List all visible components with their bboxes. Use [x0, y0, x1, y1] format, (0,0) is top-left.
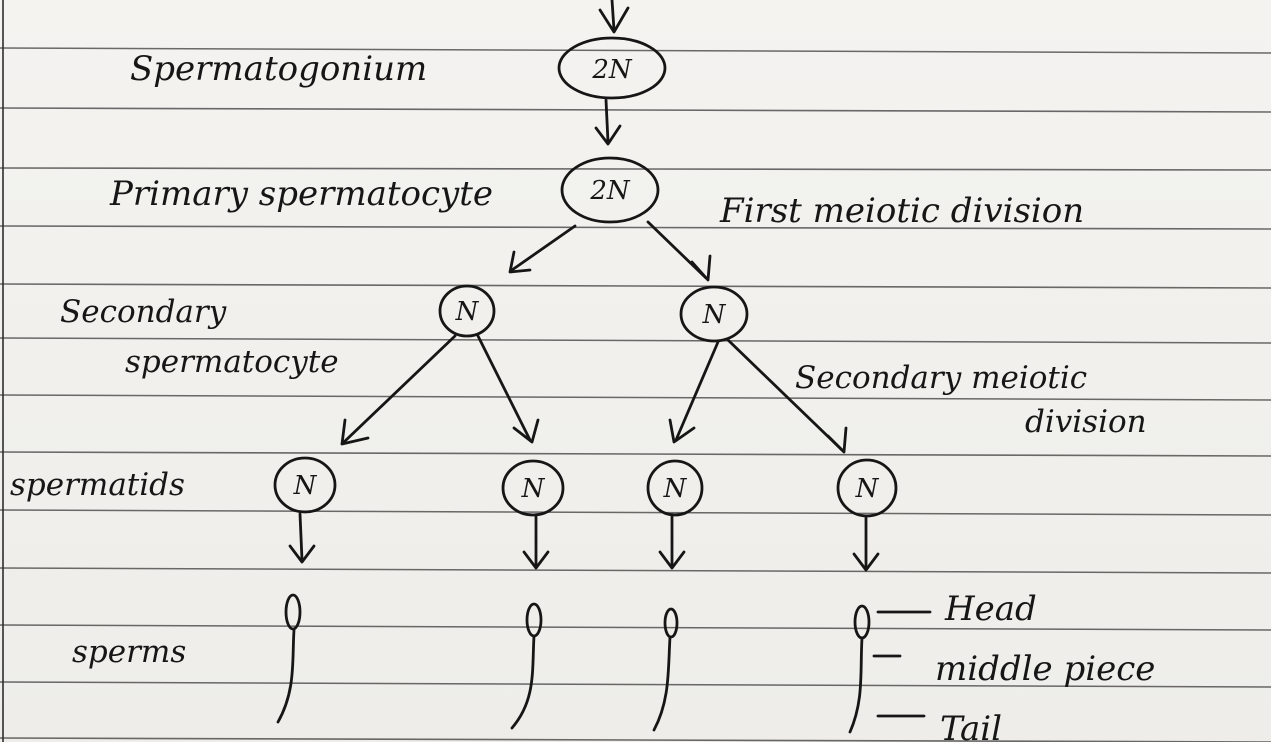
spermatogonium-ploidy: 2N: [591, 55, 633, 85]
secondary-spermatocyte-node-2: [679, 285, 749, 343]
secondary-spermatocyte-ploidy-1: N: [455, 297, 480, 327]
secondary-spermatocyte-node-1: [438, 284, 496, 338]
second-meiotic-division-label-line1: Secondary meiotic: [795, 360, 1087, 396]
arrows-to-secondary: [508, 220, 712, 282]
secondary-spermatocyte-ploidy-2: N: [702, 300, 727, 330]
sperm-4: [848, 604, 871, 734]
primary-spermatocyte-node: [560, 156, 660, 224]
sperm-1: [276, 593, 302, 724]
sperms-label: sperms: [72, 634, 186, 670]
primary-spermatocyte-label: Primary spermatocyte: [109, 174, 493, 214]
spermatid-ploidy-3: N: [663, 474, 688, 504]
spermatid-ploidy-1: N: [293, 471, 318, 501]
spermatid-ploidy-4: N: [855, 474, 880, 504]
arrows-to-spermatids: [340, 334, 848, 454]
sperm-tail-label: Tail: [940, 709, 1002, 742]
sperm-middle-piece-label: middle piece: [935, 649, 1155, 689]
spermatogonium-label: Spermatogonium: [130, 49, 427, 89]
arrows-to-sperms: [288, 512, 880, 572]
top-arrow: [598, 0, 630, 34]
spermatid-node-2: [501, 459, 565, 517]
primary-spermatocyte-ploidy: 2N: [589, 176, 631, 206]
spermatid-node-4: [836, 458, 898, 518]
spermatid-node-1: [273, 456, 337, 514]
spermatid-ploidy-2: N: [521, 474, 546, 504]
arrow-to-primary: [594, 98, 622, 146]
sperm-head-label: Head: [944, 589, 1037, 629]
sperm-2: [510, 602, 543, 730]
secondary-spermatocyte-label-line1: Secondary: [60, 294, 227, 330]
sperm-part-pointers: [872, 610, 932, 718]
second-meiotic-division-label-line2: division: [1025, 404, 1147, 440]
sperm-3: [652, 607, 679, 732]
spermatogonium-node: [557, 36, 667, 100]
ruled-lines: [0, 47, 1271, 742]
first-meiotic-division-label: First meiotic division: [719, 191, 1084, 231]
secondary-spermatocyte-label-line2: spermatocyte: [125, 344, 339, 380]
spermatids-label: spermatids: [10, 467, 185, 503]
spermatid-node-3: [646, 459, 704, 517]
